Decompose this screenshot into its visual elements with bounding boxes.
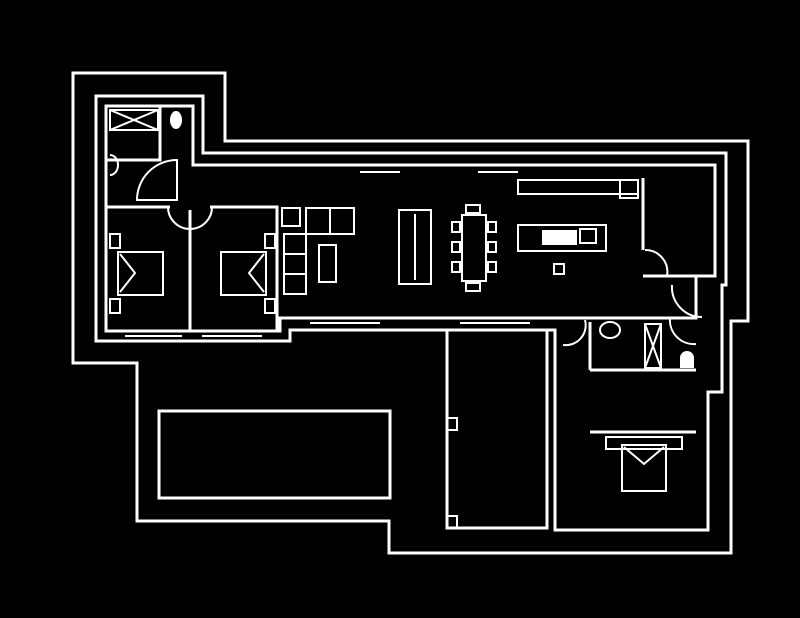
- sofa: [283, 233, 307, 295]
- coffee-table: [318, 244, 337, 283]
- bedroom-right: [562, 284, 703, 492]
- exterior-walls: [94, 94, 728, 532]
- bathroom-left: [106, 106, 182, 201]
- island: [517, 224, 607, 252]
- living-furniture: [281, 207, 432, 295]
- bedrooms-left: [106, 205, 279, 331]
- bed: [117, 251, 164, 296]
- bed: [220, 251, 267, 296]
- windows: [125, 171, 530, 337]
- dining-table: [451, 204, 497, 292]
- garage: [445, 328, 549, 530]
- kitchen: [517, 178, 715, 278]
- bed: [621, 444, 667, 492]
- site-boundary: [71, 71, 750, 555]
- couch: [398, 209, 432, 285]
- pool: [157, 409, 392, 500]
